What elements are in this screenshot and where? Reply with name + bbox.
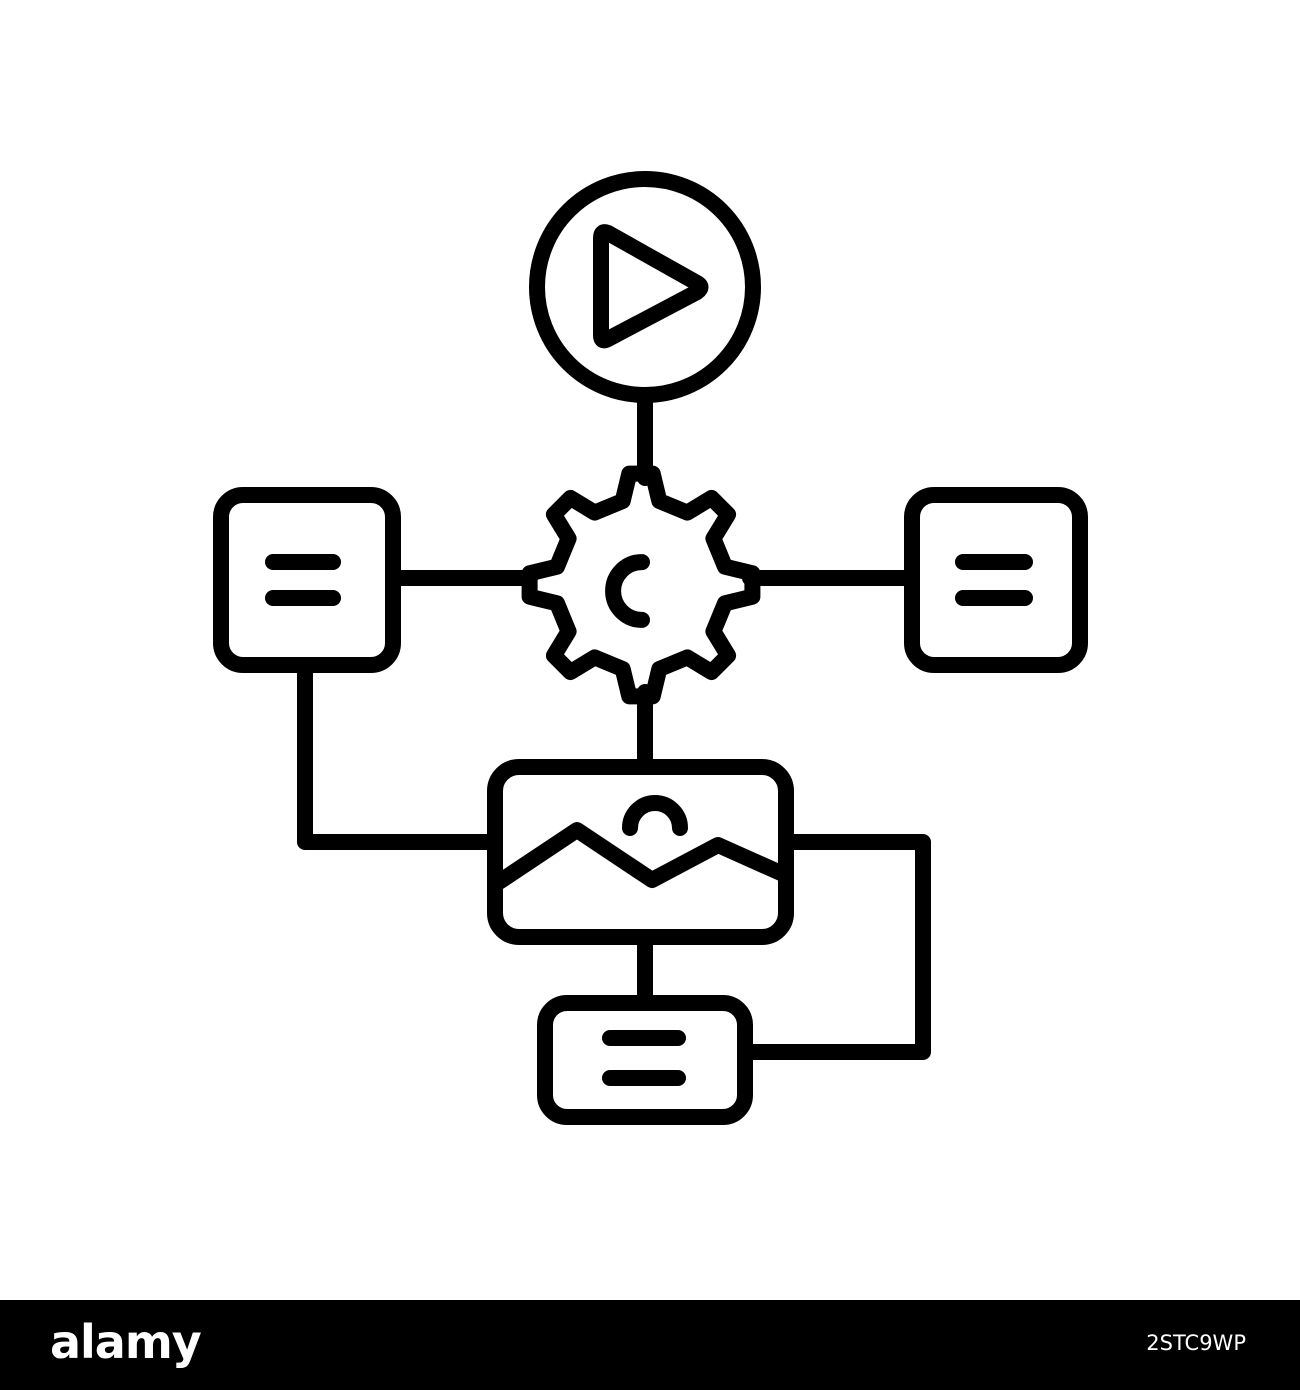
brand-logo: alamy: [50, 1315, 202, 1369]
left-doc-box: [213, 487, 401, 673]
connector-left-image: [297, 660, 501, 850]
gear-center-arc: [605, 554, 650, 628]
footer-bar: alamy 2STC9WP: [0, 1300, 1300, 1390]
connector-image-bottom-right: [737, 834, 931, 1060]
bottom-doc-node: [537, 995, 753, 1125]
gear-icon: [521, 465, 761, 705]
gear-node: [521, 465, 761, 705]
play-circle: [529, 171, 761, 403]
connector-lines: [297, 387, 931, 1060]
image-mountains: [491, 822, 791, 890]
right-doc-node: [904, 487, 1088, 673]
image-node: [487, 759, 794, 945]
play-node: [529, 171, 761, 403]
image-sun-arc: [622, 795, 688, 836]
image-frame: [487, 759, 794, 945]
left-doc-node: [213, 487, 401, 673]
play-icon: [593, 224, 709, 349]
image-id: 2STC9WP: [1146, 1331, 1246, 1355]
bottom-doc-box: [537, 995, 753, 1125]
workflow-icon: [213, 171, 1088, 1125]
right-doc-box: [904, 487, 1088, 673]
